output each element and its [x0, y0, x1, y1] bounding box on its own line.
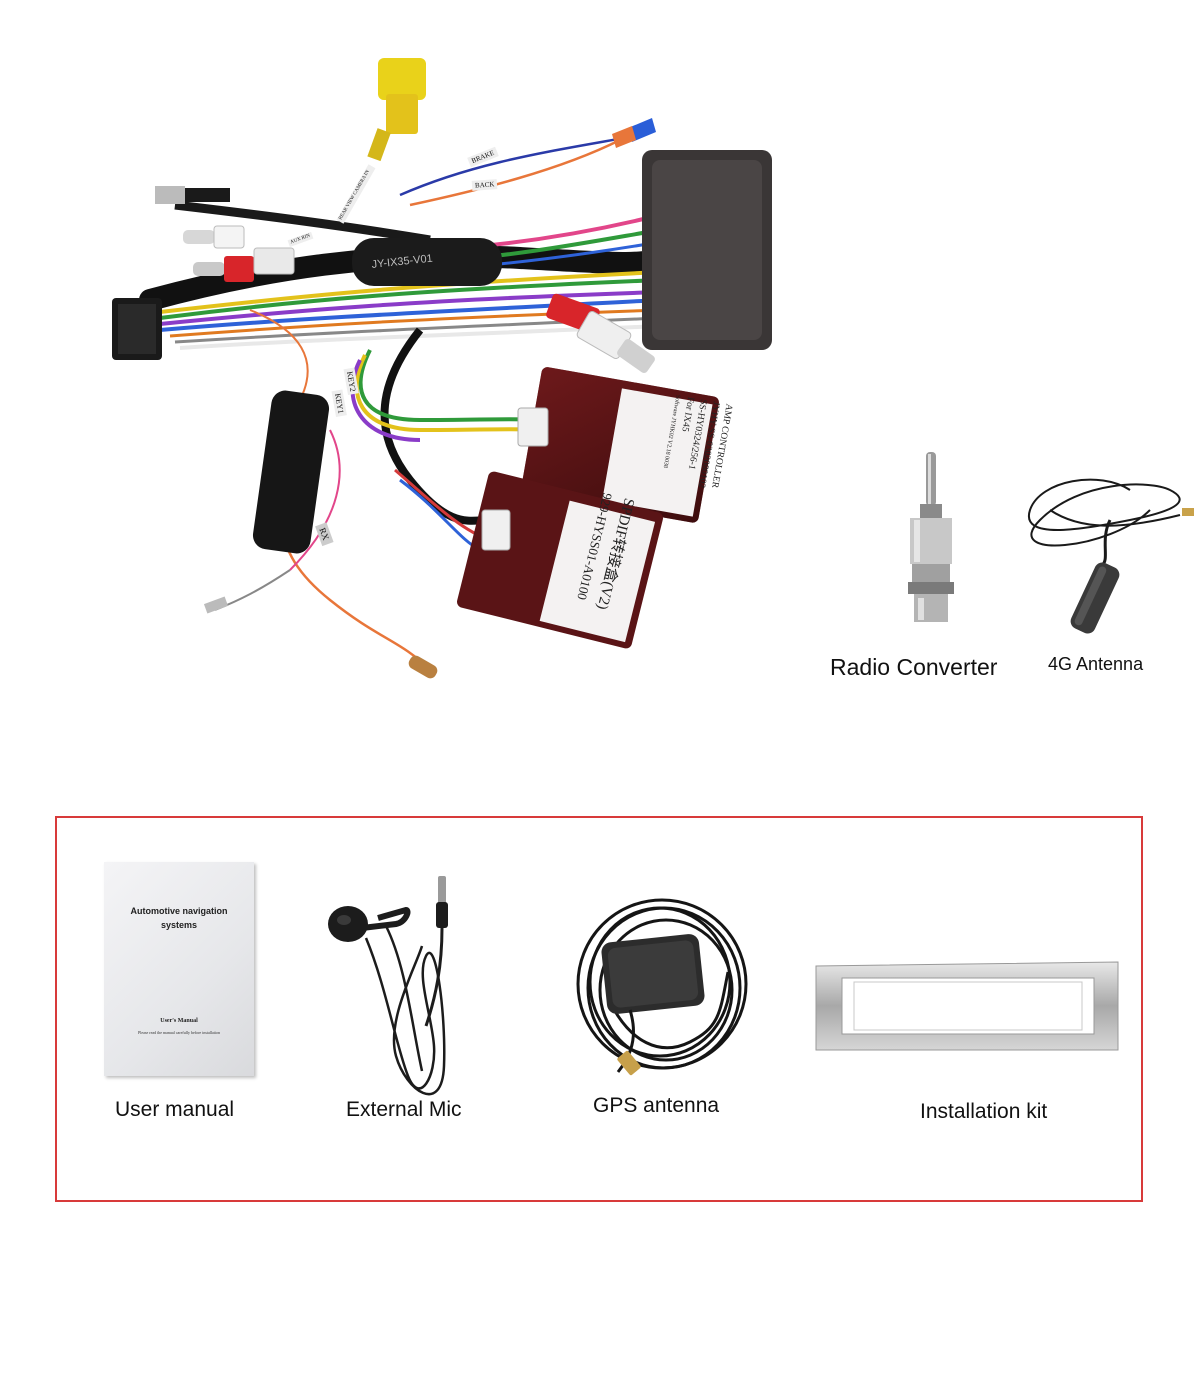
radio-converter-caption: Radio Converter: [830, 654, 998, 680]
manual-subtitle: User's Manual: [160, 1018, 198, 1024]
wiring-harness-image: JY-IX35-V01 AMP CONTROLLER JYHY-SS-0: [100, 40, 780, 700]
wire-tag-back: BACK: [471, 179, 498, 191]
manual-title: Automotive navigation systems: [130, 906, 228, 930]
installation-kit-caption: Installation kit: [920, 1100, 1048, 1123]
gps-antenna-icon: [570, 892, 750, 1092]
manual-note: Please read the manual carefully before …: [138, 1030, 220, 1035]
user-manual-caption: User manual: [115, 1098, 235, 1121]
microphone-icon: [326, 866, 476, 1096]
4g-antenna-icon: [1020, 470, 1200, 640]
user-manual-icon: Automotive navigation systems User's Man…: [104, 862, 254, 1076]
amp-controller-label: AMP CONTROLLER JYHY-SS-0302080102 SS-HY0…: [603, 385, 734, 513]
wiring-harness-icon: JY-IX35-V01: [112, 58, 772, 679]
4g-antenna-caption: 4G Antenna: [1048, 654, 1144, 674]
installation-frame-icon: [814, 960, 1120, 1054]
accessory-kit-box: [55, 816, 1143, 1202]
external-mic-caption: External Mic: [346, 1098, 462, 1121]
gps-antenna-caption: GPS antenna: [593, 1094, 720, 1117]
radio-converter-icon: [900, 448, 962, 628]
